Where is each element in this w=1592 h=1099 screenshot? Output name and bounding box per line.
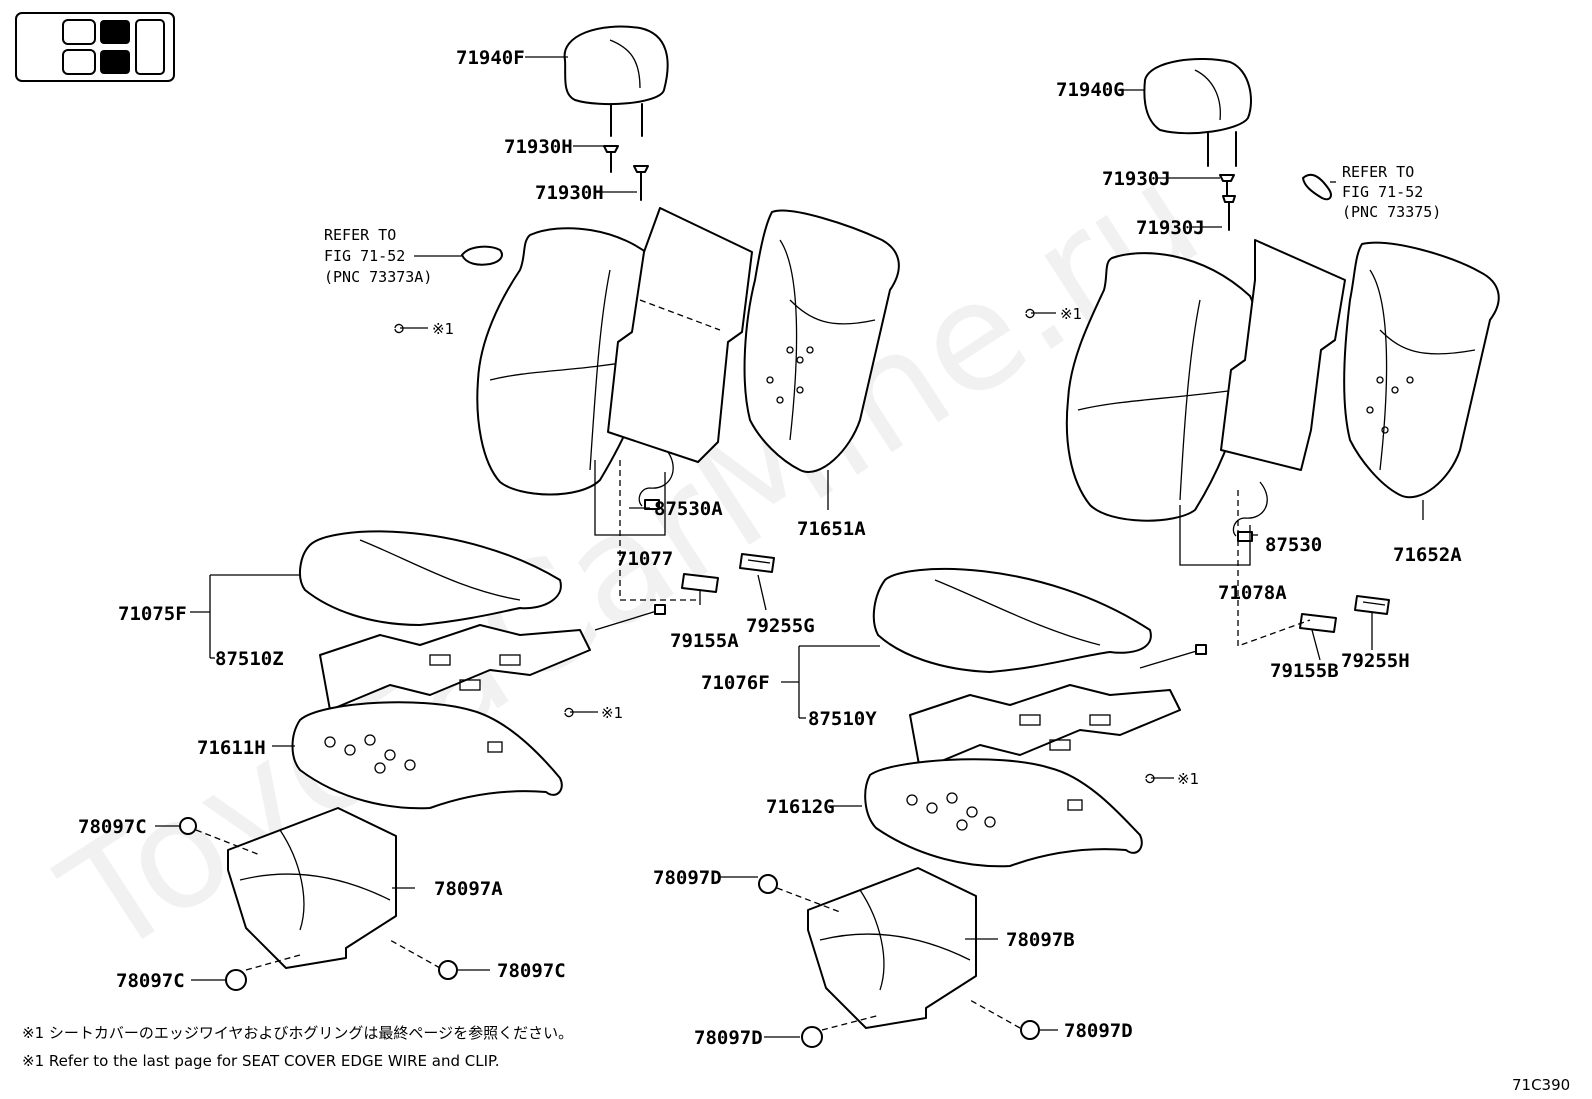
note-marker-clip-4: [1145, 773, 1174, 784]
label-78097D-c: 78097D: [1064, 1020, 1133, 1042]
headrest-guide-left-b: [633, 165, 649, 201]
tag-79155A: [681, 573, 719, 593]
seat-cushion-frame-left: [291, 701, 563, 810]
label-87510Z: 87510Z: [215, 648, 284, 670]
tag-79255H: [1354, 595, 1390, 615]
seat-cushion-cover-right: [872, 567, 1152, 673]
label-87530: 87530: [1265, 534, 1322, 556]
label-71611H: 71611H: [197, 737, 266, 759]
seat-heater-pad-left: [319, 604, 666, 711]
clip-left-2: [225, 969, 247, 991]
label-79255G: 79255G: [746, 615, 815, 637]
seat-position-icon: [15, 12, 175, 82]
label-71940F: 71940F: [456, 47, 525, 69]
label-71078A: 71078A: [1218, 582, 1287, 604]
clip-left-3: [438, 960, 458, 980]
label-71612G: 71612G: [766, 796, 835, 818]
label-71930J-b: 71930J: [1136, 217, 1205, 239]
label-78097B: 78097B: [1006, 929, 1075, 951]
seatback-board-right: [1220, 239, 1346, 471]
label-71651A: 71651A: [797, 518, 866, 540]
label-79155A: 79155A: [670, 630, 739, 652]
footnote-english: ※1 Refer to the last page for SEAT COVER…: [22, 1052, 499, 1070]
label-71076F: 71076F: [701, 672, 770, 694]
heater-wire-right: [1232, 481, 1268, 542]
refer-clip-left-icon: [461, 245, 503, 266]
label-71930H-b: 71930H: [535, 182, 604, 204]
label-78097C-c: 78097C: [497, 960, 566, 982]
label-71930J-a: 71930J: [1102, 168, 1171, 190]
note-marker-4: ※1: [1177, 770, 1199, 788]
note-marker-2: ※1: [601, 704, 623, 722]
label-78097D-b: 78097D: [694, 1027, 763, 1049]
label-78097C-b: 78097C: [116, 970, 185, 992]
label-87530A: 87530A: [654, 498, 723, 520]
refer-note-right-line-3: (PNC 73375): [1342, 203, 1441, 221]
headrest-right: [1143, 58, 1252, 167]
seat-cushion-cover-left: [298, 530, 562, 626]
label-79255H: 79255H: [1341, 650, 1410, 672]
leaders: [155, 56, 1424, 1038]
label-78097D-a: 78097D: [653, 867, 722, 889]
clip-left-1: [179, 817, 197, 835]
refer-note-right-line-2: FIG 71-52: [1342, 183, 1423, 201]
note-marker-clip-2: [564, 707, 598, 718]
seatback-board-left: [607, 207, 753, 463]
refer-note-left-line-3: (PNC 73373A): [324, 268, 432, 286]
seatback-cover-right: [1065, 252, 1258, 522]
note-marker-1: ※1: [432, 320, 454, 338]
label-71652A: 71652A: [1393, 544, 1462, 566]
headrest-guide-left-a: [603, 145, 619, 173]
label-71077: 71077: [616, 548, 673, 570]
label-71075F: 71075F: [118, 603, 187, 625]
seat-cushion-pad-left: [227, 807, 397, 969]
refer-note-left-line-1: REFER TO: [324, 226, 396, 244]
label-78097C-a: 78097C: [78, 816, 147, 838]
label-71940G: 71940G: [1056, 79, 1125, 101]
note-marker-clip-1: [394, 323, 428, 334]
footnote-japanese: ※1 シートカバーのエッジワイヤおよびホグリングは最終ページを参照ください。: [22, 1024, 573, 1042]
refer-note-left-line-2: FIG 71-52: [324, 247, 405, 265]
heater-wire-left: [638, 451, 674, 510]
label-79155B: 79155B: [1270, 660, 1339, 682]
headrest-left: [563, 25, 669, 137]
note-marker-3: ※1: [1060, 305, 1082, 323]
tag-79155B: [1299, 613, 1337, 633]
label-87510Y: 87510Y: [808, 708, 877, 730]
seat-cushion-frame-right: [864, 758, 1143, 868]
clip-right-1: [758, 874, 778, 894]
figure-code: 71C390: [1512, 1076, 1570, 1094]
refer-note-right-line-1: REFER TO: [1342, 163, 1414, 181]
clip-right-3: [1020, 1020, 1040, 1040]
seat-cushion-pad-right: [807, 867, 977, 1029]
refer-note-right: REFER TO FIG 71-52 (PNC 73375): [1342, 163, 1441, 221]
note-marker-clip-3: [1025, 308, 1056, 319]
label-78097A: 78097A: [434, 878, 503, 900]
seatback-frame-right: [1343, 241, 1500, 499]
refer-clip-right-icon: [1302, 173, 1332, 201]
headrest-guide-right-b: [1222, 195, 1236, 231]
refer-note-left: REFER TO FIG 71-52 (PNC 73373A): [324, 226, 432, 286]
seat-heater-pad-right: [909, 644, 1207, 771]
label-71930H-a: 71930H: [504, 136, 573, 158]
clip-right-2: [801, 1026, 823, 1048]
seatback-frame-left: [743, 209, 900, 473]
tag-79255G: [739, 553, 775, 573]
